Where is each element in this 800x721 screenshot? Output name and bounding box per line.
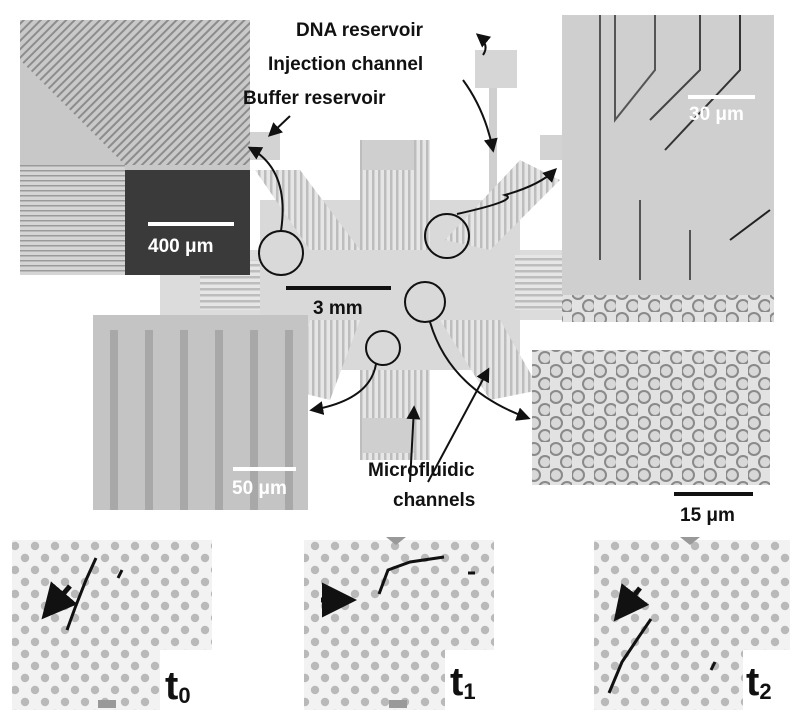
label-scale-30um: 30 μm bbox=[689, 104, 744, 125]
time-panel-t1 bbox=[304, 537, 494, 710]
left-reservoir bbox=[250, 132, 280, 160]
dna-molecule-t1 bbox=[377, 555, 445, 595]
top-buffer-reservoir bbox=[362, 140, 414, 170]
time-label-t0: t0 bbox=[165, 664, 191, 708]
arrow-flow-t2 bbox=[613, 583, 650, 622]
inset-top-left-micrograph bbox=[20, 20, 250, 275]
lower-right-fan bbox=[440, 320, 540, 400]
label-channels: channels bbox=[393, 490, 476, 511]
arrow-injection-channel bbox=[462, 79, 498, 153]
time-panel-t2 bbox=[594, 537, 790, 710]
arrow-upper-left-zoom bbox=[247, 146, 284, 232]
time-label-t2: t2 bbox=[746, 660, 772, 704]
time-panel-t0 bbox=[12, 540, 212, 710]
time-label-t1: t1 bbox=[450, 660, 476, 704]
label-buffer-reservoir: Buffer reservoir bbox=[243, 88, 386, 109]
label-scale-15um: 15 μm bbox=[680, 505, 735, 526]
dna-molecule-t2 bbox=[607, 618, 653, 694]
arrow-flow-t0 bbox=[41, 581, 78, 620]
zoom-circle-center bbox=[404, 281, 446, 323]
dna-reservoir-box bbox=[475, 50, 517, 88]
arrow-dna-reservoir bbox=[475, 33, 492, 56]
dna-fragment-t0 bbox=[116, 569, 124, 579]
label-scale-3mm: 3 mm bbox=[313, 298, 363, 319]
inset-top-right-micrograph bbox=[562, 15, 774, 322]
dna-fragment-t2 bbox=[709, 661, 717, 671]
injection-channel-line bbox=[489, 88, 497, 200]
arrow-center-zoom bbox=[429, 321, 531, 421]
arrow-upper-right-zoom bbox=[456, 168, 557, 215]
label-scale-50um: 50 μm bbox=[232, 478, 287, 499]
arrow-buffer-reservoir bbox=[267, 115, 291, 137]
zoom-circle-upper-right bbox=[424, 213, 470, 259]
inset-bottom-left-micrograph bbox=[93, 315, 308, 510]
label-injection-channel: Injection channel bbox=[268, 54, 424, 75]
label-microfluidic: Microfluidic bbox=[368, 460, 475, 481]
arrow-microfluidic-1 bbox=[406, 405, 421, 483]
bottom-reservoir bbox=[362, 418, 414, 453]
zoom-circle-lower bbox=[365, 330, 401, 366]
upper-right-fan bbox=[445, 160, 560, 250]
arrow-microfluidic-2 bbox=[427, 367, 490, 483]
label-scale-400um: 400 μm bbox=[148, 236, 214, 257]
label-dna-reservoir: DNA reservoir bbox=[296, 20, 424, 41]
arrow-lower-zoom bbox=[309, 363, 377, 415]
inset-bottom-right-micrograph bbox=[532, 350, 770, 496]
